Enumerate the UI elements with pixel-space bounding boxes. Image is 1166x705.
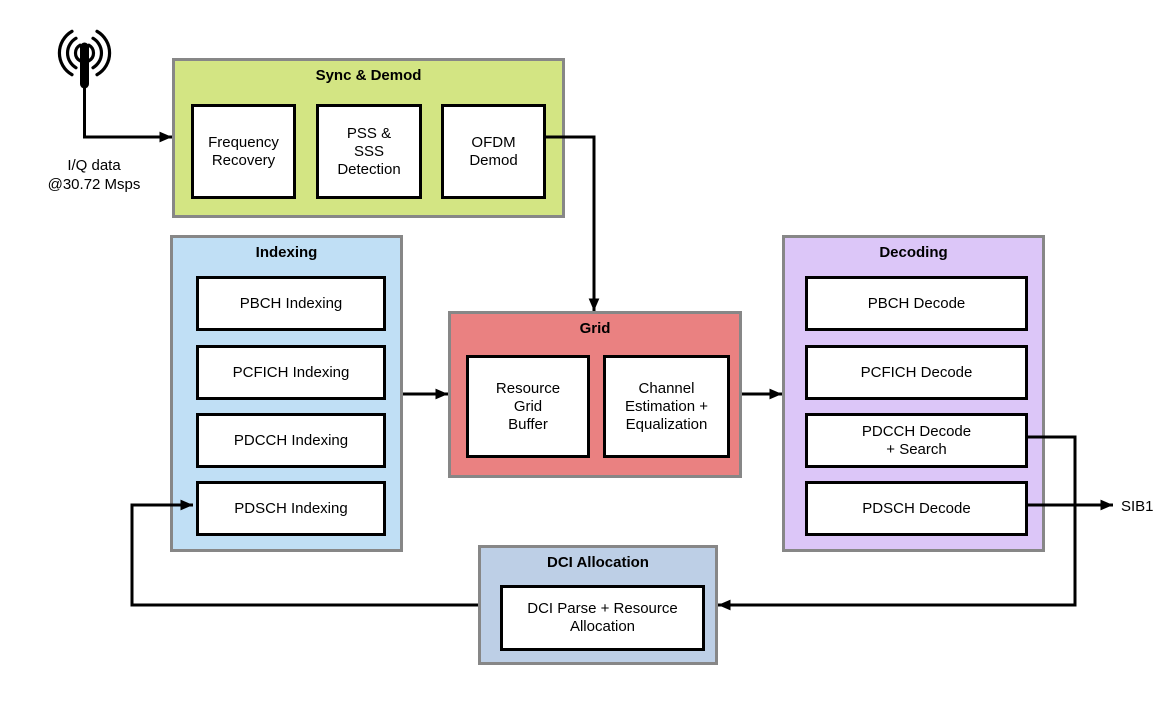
block-pcfich-decode: PCFICH Decode [805,345,1028,400]
sync-demod-group: Sync & Demod Frequency Recovery PSS & SS… [172,58,565,218]
block-pdcch-decode-search: PDCCH Decode + Search [805,413,1028,468]
wire-antenna-to-sync [83,82,173,143]
block-pdsch-decode: PDSCH Decode [805,481,1028,536]
dci-allocation-title: DCI Allocation [547,554,649,571]
block-pdcch-indexing: PDCCH Indexing [196,413,386,468]
iq-data-label: I/Q data [67,157,121,174]
block-ofdm-demod: OFDM Demod [441,104,546,199]
decoding-group: Decoding PBCH Decode PCFICH Decode PDCCH… [782,235,1045,552]
block-pcfich-indexing: PCFICH Indexing [196,345,386,400]
block-dci-parse-resource-allocation: DCI Parse + Resource Allocation [500,585,705,651]
sib1-output-label: SIB1 [1121,498,1154,515]
indexing-group: Indexing PBCH Indexing PCFICH Indexing P… [170,235,403,552]
block-pbch-indexing: PBCH Indexing [196,276,386,331]
block-pss-sss-detection: PSS & SSS Detection [316,104,422,199]
block-channel-estimation-equalization: Channel Estimation + Equalization [603,355,730,458]
block-frequency-recovery: Frequency Recovery [191,104,296,199]
grid-group: Grid Resource Grid Buffer Channel Estima… [448,311,742,478]
antenna-icon [57,29,112,89]
dci-allocation-group: DCI Allocation DCI Parse + Resource Allo… [478,545,718,665]
input-signal-label: I/Q data @30.72 Msps [19,156,169,194]
indexing-title: Indexing [255,244,318,261]
block-resource-grid-buffer: Resource Grid Buffer [466,355,590,458]
decoding-title: Decoding [879,244,948,261]
grid-title: Grid [579,320,611,337]
block-pdsch-indexing: PDSCH Indexing [196,481,386,536]
sample-rate-label: @30.72 Msps [47,176,141,193]
sync-demod-title: Sync & Demod [315,67,422,84]
block-pbch-decode: PBCH Decode [805,276,1028,331]
